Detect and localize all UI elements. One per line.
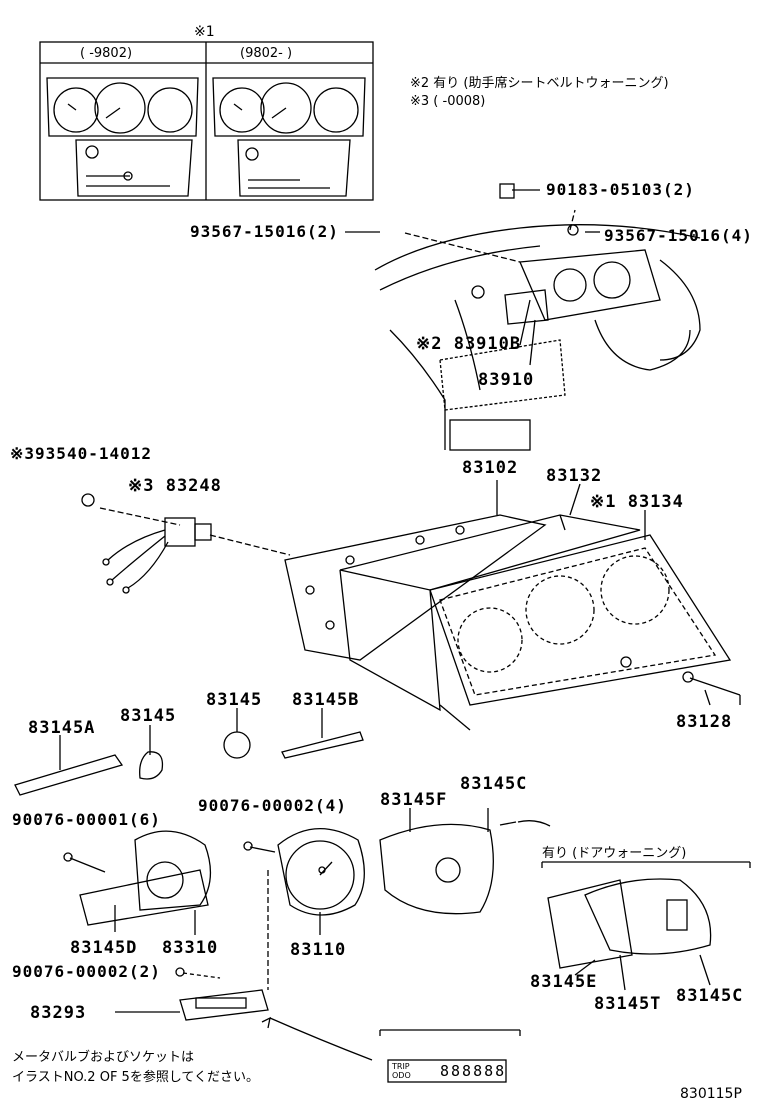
part-83145t: 83145T xyxy=(594,994,662,1014)
part-83110: 83110 xyxy=(290,940,347,960)
door-warning-note: 有り (ドアウォーニング) xyxy=(542,846,687,861)
wire-harness xyxy=(81,493,291,594)
part-83145c: 83145C xyxy=(460,774,528,794)
odo-trip-label: TRIP xyxy=(392,1062,410,1071)
bulb-note-line2: イラストNO.2 OF 5を参照してください。 xyxy=(12,1070,260,1085)
part-83145d: 83145D xyxy=(70,938,138,958)
inset-mark: ※1 xyxy=(194,24,215,40)
part-83132: 83132 xyxy=(546,466,603,486)
inset-right-label: (9802- ) xyxy=(240,46,293,61)
inset-variants xyxy=(39,41,374,201)
part-83910: 83910 xyxy=(478,370,535,390)
part-83145e: 83145E xyxy=(530,972,598,992)
part-83910b: ※2 83910B xyxy=(416,334,522,354)
part-83310: 83310 xyxy=(162,938,219,958)
combination-meter-assembly xyxy=(284,514,741,731)
leader-lines xyxy=(59,189,711,1013)
part-90076-1: 90076-00001(6) xyxy=(12,810,161,829)
part-83134: ※1 83134 xyxy=(590,492,684,512)
bulb-note-line1: メータバルブおよびソケットは xyxy=(12,1050,195,1065)
note-2: ※2 有り (助手席シートベルトウォーニング) xyxy=(410,76,669,91)
part-90076-2: 90076-00002(4) xyxy=(198,796,347,815)
figure-code: 830115P xyxy=(680,1086,742,1102)
note-3: ※3 ( -0008) xyxy=(410,94,486,109)
part-83145b: 83145B xyxy=(292,690,360,710)
odometer-section xyxy=(175,870,521,1083)
part-83293: 83293 xyxy=(30,1003,87,1023)
part-83145f: 83145F xyxy=(380,790,448,810)
part-93540: ※393540-14012 xyxy=(10,444,152,463)
part-83145c2: 83145C xyxy=(676,986,744,1006)
part-93567-right: 93567-15016(4) xyxy=(604,226,753,245)
part-83145-2: 83145 xyxy=(206,690,263,710)
part-83248: ※3 83248 xyxy=(128,476,222,496)
part-83145a: 83145A xyxy=(28,718,96,738)
part-83102: 83102 xyxy=(462,458,519,478)
part-90183: 90183-05103(2) xyxy=(546,180,695,199)
part-90076-3: 90076-00002(2) xyxy=(12,962,161,981)
part-83145-1: 83145 xyxy=(120,706,177,726)
odo-digits: 888888 xyxy=(440,1062,507,1080)
odo-odo-label: ODO xyxy=(392,1071,411,1080)
gauges-lower xyxy=(63,820,751,969)
dashboard-view xyxy=(374,183,701,451)
plates-row xyxy=(14,731,364,796)
part-83128: 83128 xyxy=(676,712,733,732)
inset-left-label: ( -9802) xyxy=(80,46,133,61)
part-93567-left: 93567-15016(2) xyxy=(190,222,339,241)
